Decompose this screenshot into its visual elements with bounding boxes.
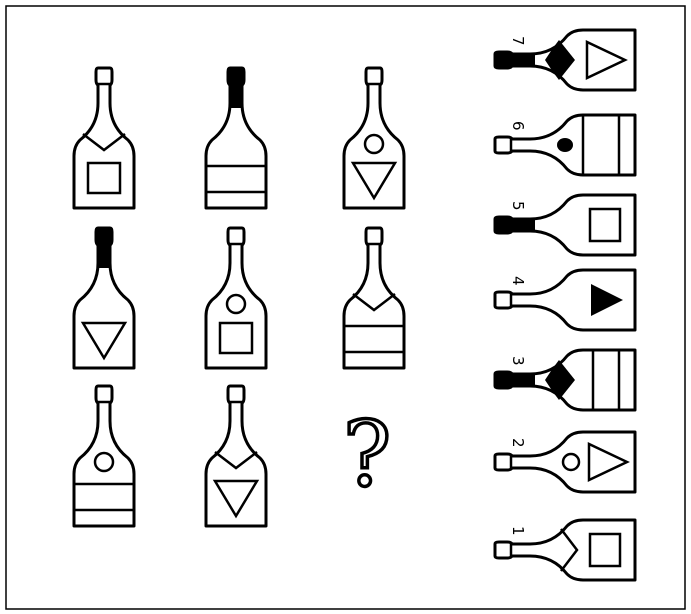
option-number: 6	[509, 121, 527, 131]
option-number: 3	[509, 356, 527, 366]
black-foil-neck	[227, 68, 245, 108]
option-number: 4	[509, 276, 527, 286]
dot-label	[557, 138, 573, 152]
black-foil-neck	[495, 216, 535, 234]
question-mark: ?	[343, 402, 391, 507]
option-number: 5	[509, 201, 527, 211]
option-number: 2	[509, 438, 527, 448]
black-foil-neck	[495, 51, 535, 69]
option-number: 7	[509, 36, 527, 46]
black-foil-neck	[495, 371, 535, 389]
option-number: 1	[509, 526, 527, 536]
black-foil-neck	[95, 228, 113, 268]
